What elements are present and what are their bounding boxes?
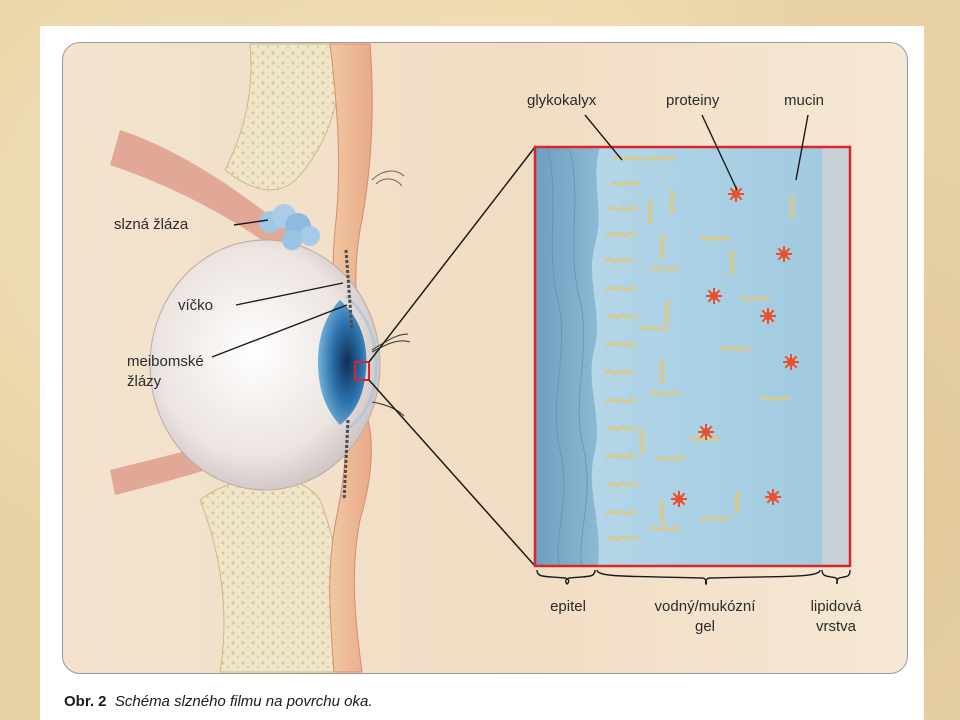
epithelium-cells xyxy=(547,149,588,567)
mucin-strand xyxy=(607,205,639,212)
mucin-strand xyxy=(605,231,637,238)
orbit-bone-lower xyxy=(199,477,343,673)
magnified-frame xyxy=(533,145,852,568)
mucin-strand xyxy=(719,345,751,352)
figure-caption: Obr. 2 Schéma slzného filmu na povrchu o… xyxy=(64,693,373,710)
label-meibomian-line1: meibomské xyxy=(127,353,204,370)
mucin-strand xyxy=(668,189,676,215)
mucin-strand xyxy=(654,455,686,462)
eye-muscle-upper xyxy=(110,130,300,260)
mucin-strand xyxy=(759,395,791,402)
eye-anatomy xyxy=(110,43,411,673)
mucin-strand xyxy=(607,425,639,432)
epithelium-layer xyxy=(535,147,600,566)
brace-aqueous xyxy=(596,569,821,586)
mucin-strand xyxy=(605,453,637,460)
zoom-line-top xyxy=(368,146,536,363)
leader-meibomian xyxy=(211,304,348,358)
label-aqueous-line1: vodný/mukózní xyxy=(654,598,756,615)
mucin-strand xyxy=(607,535,639,542)
mucin-strand xyxy=(658,234,666,260)
brace-lipid xyxy=(821,569,851,585)
mucin-strand xyxy=(663,299,671,325)
leader-lacrimal xyxy=(233,219,269,226)
label-meibomian-line2: žlázy xyxy=(127,373,162,390)
mucin-strand xyxy=(649,525,681,532)
mucin-strand xyxy=(699,515,731,522)
protein-particle xyxy=(760,308,776,324)
mucin-strand xyxy=(649,390,681,397)
mucin-strand xyxy=(644,155,676,162)
mucin-strand xyxy=(728,249,736,275)
zoom-line-bottom xyxy=(368,379,536,567)
mucin-strand xyxy=(605,341,637,348)
protein-particle xyxy=(671,491,687,507)
label-proteins: proteiny xyxy=(666,92,720,109)
protein-particle xyxy=(776,246,792,262)
mucin-strand xyxy=(646,199,654,225)
mucin-strand xyxy=(611,155,643,162)
mucin-strand xyxy=(649,265,681,272)
orbit-bone-upper xyxy=(224,43,342,191)
leader-proteins xyxy=(701,114,738,191)
brow-hair xyxy=(371,170,405,187)
label-eyelid: víčko xyxy=(178,297,214,314)
mucin-strand xyxy=(788,194,796,220)
label-glycocalyx: glykokalyx xyxy=(527,92,597,109)
lipid-layer xyxy=(822,147,850,566)
iris xyxy=(318,300,367,425)
leader-glycocalyx xyxy=(584,114,623,161)
label-lipid-line1: lipidová xyxy=(810,598,862,615)
eyeball xyxy=(149,239,381,491)
mucin-strand xyxy=(609,180,641,187)
mucin-strand xyxy=(733,489,741,515)
caption-text: Schéma slzného filmu na povrchu oka. xyxy=(114,693,373,710)
label-mucin: mucin xyxy=(784,92,825,109)
protein-particle xyxy=(698,424,714,440)
mucin-strand xyxy=(603,257,635,264)
protein-particle xyxy=(706,288,722,304)
meibomian-gland-upper xyxy=(344,249,354,331)
mucin-strand xyxy=(739,295,771,302)
mucin-strands xyxy=(603,155,796,542)
lower-eyelashes xyxy=(371,401,405,417)
label-lacrimal-gland: slzná žláza xyxy=(114,216,189,233)
lacrimal-gland-shape xyxy=(259,204,320,250)
mucin-strand xyxy=(699,235,731,242)
mucin-strand xyxy=(603,369,635,376)
mucin-strand xyxy=(658,359,666,385)
leader-mucin xyxy=(795,114,809,181)
protein-particle xyxy=(783,354,799,370)
protein-particles xyxy=(671,186,799,507)
mucin-strand xyxy=(605,509,637,516)
mucin-strand xyxy=(605,285,637,292)
protein-particle xyxy=(765,489,781,505)
mucin-strand xyxy=(607,481,639,488)
cornea xyxy=(345,294,378,432)
meibomian-gland-lower xyxy=(342,419,350,501)
label-aqueous-line2: gel xyxy=(694,618,716,635)
upper-eyelashes xyxy=(371,333,411,353)
lower-lid-tissue xyxy=(329,399,372,673)
caption-number: Obr. 2 xyxy=(64,693,107,710)
mucin-strand xyxy=(605,397,637,404)
leader-eyelid xyxy=(235,282,344,306)
mucin-strand xyxy=(638,429,646,455)
label-lipid-line2: vrstva xyxy=(815,618,856,635)
mucin-strand xyxy=(607,313,639,320)
mucin-strand xyxy=(639,325,671,332)
mucin-strand xyxy=(658,499,666,525)
label-epithelium: epitel xyxy=(550,598,586,615)
tear-film-magnified xyxy=(533,145,852,568)
brace-epithelium xyxy=(536,569,596,585)
bottom-braces xyxy=(536,569,851,586)
zoom-source-box xyxy=(354,361,370,381)
